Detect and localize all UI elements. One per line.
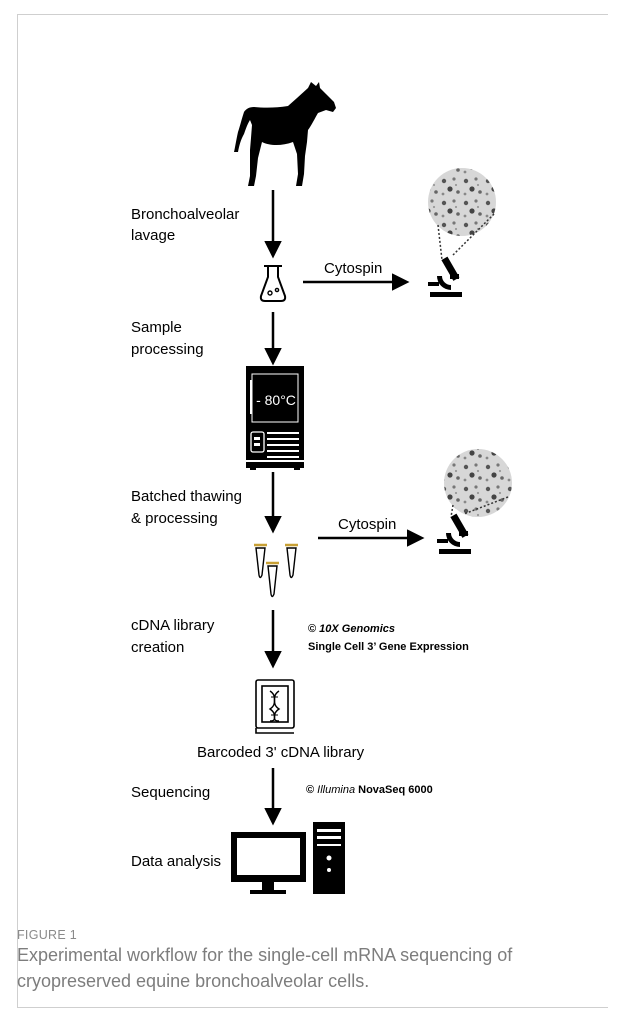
label-cytospin-1: Cytospin [324,260,382,277]
illumina-attribution: © Illumina NovaSeq 6000 [306,784,433,796]
label-cdna-line1: cDNA library [131,617,215,634]
label-sample-line1: Sample [131,319,182,336]
horse-icon [234,82,336,186]
microscope-icon [428,256,462,297]
figure-frame-left [17,14,18,1008]
label-sample-line2: processing [131,341,204,358]
tubes-icon [254,543,298,598]
flask-icon [259,265,287,302]
label-thaw-line2: & processing [131,510,218,527]
label-data-analysis: Data analysis [131,853,221,870]
label-cytospin-2: Cytospin [338,516,396,533]
cell-image-1 [428,168,496,261]
freezer-icon [246,366,304,470]
computer-icon [231,822,345,894]
label-sequencing: Sequencing [131,784,210,801]
cell-image-2 [444,449,512,518]
tenx-attribution: © 10X Genomics [308,623,395,635]
label-bal-line2: lavage [131,227,175,244]
figure-caption: Experimental workflow for the single-cel… [17,945,513,991]
label-bal-line1: Bronchoalveolar [131,206,239,223]
label-barcoded-library: Barcoded 3' cDNA library [197,744,365,761]
tenx-product: Single Cell 3’ Gene Expression [308,641,469,653]
freezer-temperature: - 80°C [256,392,296,408]
workflow-diagram: - 80°C [131,82,512,894]
figure-frame-bottom [17,1007,608,1008]
microscope-icon-2 [437,513,471,554]
label-cdna-line2: creation [131,639,184,656]
figure-frame-top [17,14,608,15]
figure-label: FIGURE 1 [17,928,78,942]
dna-book-icon [255,679,295,734]
label-thaw-line1: Batched thawing [131,488,242,505]
